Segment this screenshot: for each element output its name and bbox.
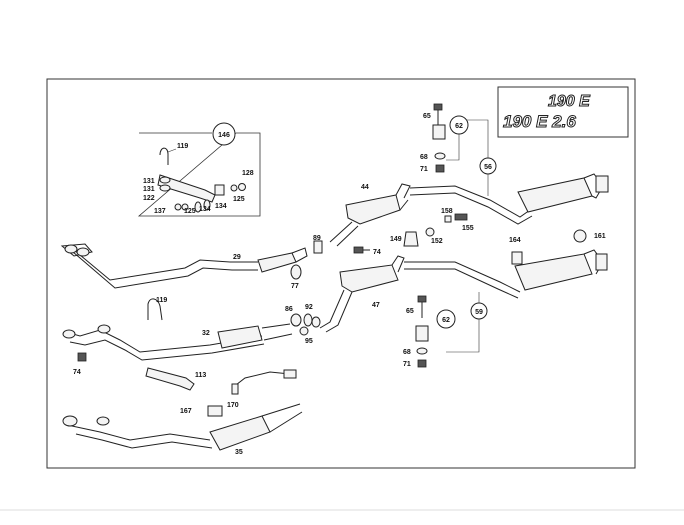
callout-89: 89	[313, 235, 321, 242]
hanger-assembly-lower	[415, 295, 429, 368]
bolt-155	[454, 213, 468, 221]
callout-113: 113	[195, 372, 206, 379]
mount-152	[425, 227, 435, 237]
callout-119-a: 119	[177, 143, 188, 150]
callout-44: 44	[361, 184, 369, 191]
bracket-detail-box: 146	[137, 122, 261, 217]
callout-155: 155	[462, 225, 474, 232]
clamp-86	[290, 313, 302, 327]
callout-134-b: 134	[215, 203, 227, 210]
callout-74-a: 74	[373, 249, 381, 256]
callout-161: 161	[594, 233, 606, 240]
callout-62-b: 62	[442, 317, 450, 324]
nut-158	[444, 215, 452, 223]
front-pipe-29	[60, 243, 308, 289]
callout-170: 170	[227, 402, 239, 409]
callout-125-b: 125	[233, 196, 245, 203]
callout-86: 86	[285, 306, 293, 313]
oxygen-sensor-170	[231, 371, 291, 389]
callout-68-b: 68	[403, 349, 411, 356]
callout-149: 149	[390, 236, 402, 243]
callout-62-a: 62	[455, 123, 463, 130]
callout-47: 47	[372, 302, 380, 309]
mount-149	[403, 231, 419, 247]
hanger-assembly-upper	[432, 103, 446, 173]
catalytic-converter-35	[62, 403, 303, 451]
bracket-113	[145, 367, 195, 391]
callout-119-b: 119	[156, 297, 167, 304]
callout-35: 35	[235, 449, 243, 456]
rear-muffler-59	[514, 249, 608, 291]
clamp-89	[313, 240, 323, 254]
callout-65-a: 65	[423, 113, 431, 120]
mount-161	[573, 229, 587, 243]
bolt-74-lower	[77, 352, 87, 362]
callout-134-a: 134	[199, 206, 211, 213]
part-167	[207, 405, 223, 417]
model-emblem-box: 190 E 190 E 2.6	[497, 86, 629, 138]
callout-71-a: 71	[420, 166, 428, 173]
callout-71-b: 71	[403, 361, 411, 368]
callout-146: 146	[218, 132, 230, 139]
callout-29: 29	[233, 254, 241, 261]
callout-32: 32	[202, 330, 210, 337]
callout-164: 164	[509, 237, 521, 244]
callout-152: 152	[431, 238, 443, 245]
callout-95: 95	[305, 338, 313, 345]
callout-74-b: 74	[73, 369, 81, 376]
front-pipe-32	[62, 323, 293, 361]
bolt-74	[353, 246, 364, 254]
bracket-119	[147, 298, 163, 321]
callout-68-a: 68	[420, 154, 428, 161]
emblem-190e: 190 E	[548, 93, 591, 110]
callout-167: 167	[180, 408, 192, 415]
callout-131-b: 131	[143, 186, 155, 193]
rear-muffler-56	[409, 173, 609, 225]
callout-59: 59	[475, 309, 483, 316]
callout-125-a: 125	[184, 208, 196, 215]
callout-128: 128	[242, 170, 254, 177]
callout-158: 158	[441, 208, 453, 215]
emblem-190e-26: 190 E 2.6	[503, 112, 576, 131]
callout-65-b: 65	[406, 308, 414, 315]
callout-137: 137	[154, 208, 166, 215]
mount-164	[511, 251, 523, 265]
callout-56: 56	[484, 164, 492, 171]
callout-122: 122	[143, 195, 155, 202]
callout-131-a: 131	[143, 178, 155, 185]
callout-77: 77	[291, 283, 299, 290]
middle-muffler-47	[319, 255, 521, 333]
callout-62b-badge	[436, 309, 456, 329]
middle-muffler-44	[329, 183, 411, 247]
callout-92: 92	[305, 304, 313, 311]
